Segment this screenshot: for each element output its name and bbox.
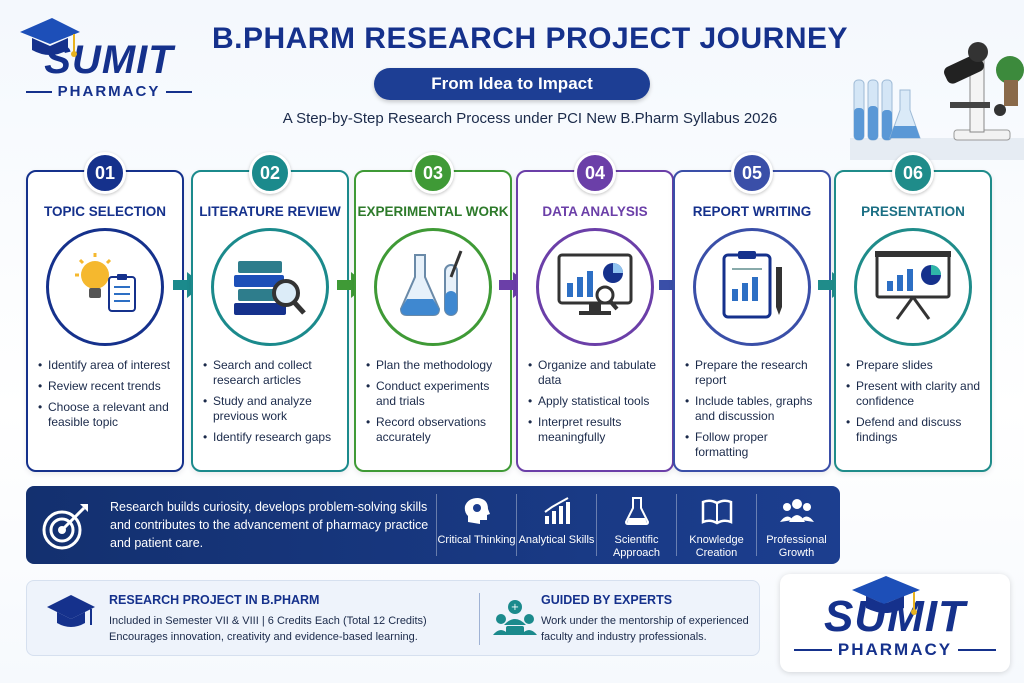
experts-group-icon: + — [493, 600, 537, 635]
step-title: REPORT WRITING — [692, 204, 812, 219]
tagline-pill: From Idea to Impact — [374, 68, 650, 100]
research-banner: Research builds curiosity, develops prob… — [26, 486, 840, 564]
step-bullet: Search and collect research articles — [203, 358, 341, 388]
step-title: PRESENTATION — [861, 204, 965, 219]
step-bullet: Choose a relevant and feasible topic — [38, 400, 176, 430]
guided-line-2: faculty and industry professionals. — [541, 631, 707, 643]
step-icon-circle — [374, 228, 492, 346]
step-bullet: Conduct experiments and trials — [366, 379, 504, 409]
step-bullets: Identify area of interestReview recent t… — [38, 358, 176, 436]
step-icon-circle — [536, 228, 654, 346]
step-icon-circle — [211, 228, 329, 346]
flask-icon — [622, 494, 652, 530]
step-bullets: Plan the methodologyConduct experiments … — [366, 358, 504, 451]
graduation-cap-icon — [20, 18, 80, 57]
guided-line-1: Work under the mentorship of experienced — [541, 615, 749, 627]
step-arrow-icon — [336, 272, 367, 298]
step-bullet: Prepare slides — [846, 358, 984, 373]
lab-equipment-illustration — [850, 42, 1024, 160]
research-heading: RESEARCH PROJECT IN B.PHARM — [109, 593, 320, 607]
step-arrow-icon — [172, 272, 203, 298]
graduation-cap-icon — [47, 595, 95, 627]
clipboard-report-icon — [714, 247, 790, 328]
team-icon — [779, 494, 814, 530]
step-bullet: Apply statistical tools — [528, 394, 666, 409]
open-book-icon — [701, 494, 733, 530]
target-icon — [42, 504, 88, 550]
step-title: DATA ANALYSIS — [542, 204, 648, 219]
logo-top: SUMIT PHARMACY — [14, 10, 204, 110]
growth-chart-icon — [542, 494, 572, 530]
monitor-chart-icon — [555, 247, 635, 328]
svg-text:+: + — [511, 602, 519, 613]
head-gears-icon — [462, 494, 492, 530]
page-title: B.PHARM RESEARCH PROJECT JOURNEY — [211, 22, 849, 55]
research-line-2: Encourages innovation, creativity and ev… — [109, 631, 418, 643]
step-number-badge: 04 — [574, 152, 616, 194]
logo-sub: PHARMACY — [837, 640, 953, 659]
graduation-cap-icon — [852, 576, 920, 615]
step-number-badge: 05 — [731, 152, 773, 194]
step-number-badge: 06 — [892, 152, 934, 194]
step-bullet: Study and analyze previous work — [203, 394, 341, 424]
logo-sub: PHARMACY — [57, 83, 161, 100]
step-bullet: Identify research gaps — [203, 430, 341, 445]
flasks-icon — [395, 247, 471, 328]
step-bullet: Follow proper formatting — [685, 430, 823, 460]
step-arrow-icon — [499, 272, 529, 298]
step-number-badge: 03 — [412, 152, 454, 194]
step-title: TOPIC SELECTION — [43, 204, 166, 219]
skill-label: Analytical Skills — [518, 534, 595, 546]
step-title: LITERATURE REVIEW — [199, 204, 341, 219]
step-icon-circle — [854, 228, 972, 346]
step-bullet: Identify area of interest — [38, 358, 176, 373]
step-bullet: Record observations accurately — [366, 415, 504, 445]
step-number-badge: 02 — [249, 152, 291, 194]
step-title: EXPERIMENTAL WORK — [357, 204, 509, 219]
skill-label: Knowledge Creation — [689, 534, 744, 559]
step-bullets: Organize and tabulate dataApply statisti… — [528, 358, 666, 451]
skill-label: Critical Thinking — [437, 534, 516, 546]
skill-item: Critical Thinking — [436, 494, 516, 556]
lightbulb-icon — [67, 247, 143, 328]
skill-label: Scientific Approach — [612, 534, 661, 559]
page-subtitle: A Step-by-Step Research Process under PC… — [282, 110, 778, 127]
research-line-1: Included in Semester VII & VIII | 6 Cred… — [109, 615, 427, 627]
guided-heading: GUIDED BY EXPERTS — [541, 593, 673, 607]
banner-message: Research builds curiosity, develops prob… — [110, 500, 429, 550]
step-arrow-icon — [817, 272, 848, 298]
step-number-badge: 01 — [84, 152, 126, 194]
step-bullet: Review recent trends — [38, 379, 176, 394]
step-bullet: Interpret results meaningfully — [528, 415, 666, 445]
step-bullet: Plan the methodology — [366, 358, 504, 373]
step-icon-circle — [46, 228, 164, 346]
skill-item: Knowledge Creation — [676, 494, 756, 559]
skill-item: Professional Growth — [756, 494, 836, 559]
logo-bottom: SUMIT PHARMACY — [780, 574, 1010, 672]
skill-label: Professional Growth — [766, 534, 827, 559]
books-magnifier-icon — [230, 247, 310, 328]
info-panel: RESEARCH PROJECT IN B.PHARM Included in … — [26, 580, 760, 656]
skill-item: Scientific Approach — [596, 494, 676, 559]
step-bullet: Organize and tabulate data — [528, 358, 666, 388]
step-bullet: Defend and discuss findings — [846, 415, 984, 445]
step-bullets: Prepare the research reportInclude table… — [685, 358, 823, 466]
step-bullet: Prepare the research report — [685, 358, 823, 388]
step-bullets: Search and collect research articlesStud… — [203, 358, 341, 451]
step-bullet: Include tables, graphs and discussion — [685, 394, 823, 424]
step-bullet: Present with clarity and confidence — [846, 379, 984, 409]
presentation-board-icon — [873, 247, 953, 328]
skill-item: Analytical Skills — [516, 494, 596, 556]
step-icon-circle — [693, 228, 811, 346]
step-bullets: Prepare slidesPresent with clarity and c… — [846, 358, 984, 451]
